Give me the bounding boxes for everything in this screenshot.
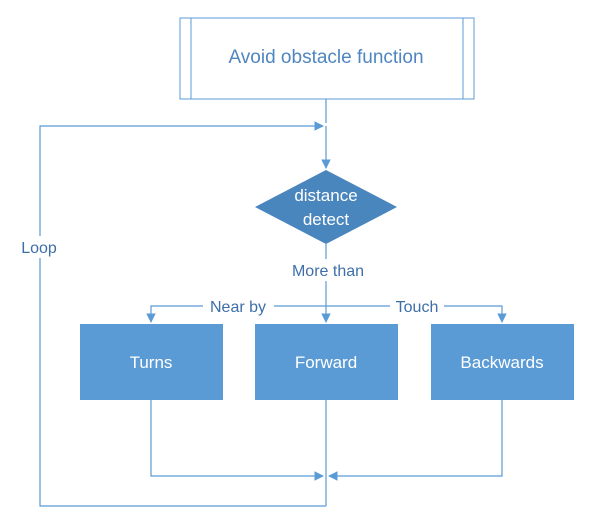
backwards-node: Backwards [431, 324, 574, 400]
edge-label-more-than-bg [279, 259, 377, 281]
connector-branch-to-backwards [326, 305, 507, 323]
edge-label-touch: Touch [396, 299, 439, 316]
forward-node-label: Forward [295, 353, 357, 372]
forward-node: Forward [255, 324, 398, 400]
connector-turns-to-merge [150, 400, 324, 481]
decision-diamond [255, 170, 397, 244]
start-node-box [179, 17, 475, 100]
backwards-node-box [431, 324, 574, 400]
start-node-label: Avoid obstacle function [228, 47, 423, 68]
edge-label-more-than: More than [292, 263, 364, 280]
turns-node: Turns [80, 324, 223, 400]
decision-label-line1: distance [294, 186, 357, 205]
decision-label-line2: detect [303, 210, 350, 229]
loop-return-connector [39, 121, 326, 507]
forward-node-box [255, 324, 398, 400]
edge-label-near-by: Near by [210, 299, 266, 316]
turns-node-box [80, 324, 223, 400]
edge-label-near-by-bg [203, 296, 274, 316]
backwards-node-label: Backwards [460, 353, 543, 372]
edge-label-loop-bg [14, 236, 66, 258]
turns-node-label: Turns [130, 353, 173, 372]
start-node: Avoid obstacle function [179, 17, 475, 100]
connector-backwards-to-merge [328, 400, 503, 481]
edge-label-touch-bg [390, 296, 444, 316]
decision-node: distance detect [255, 170, 397, 244]
edge-label-loop: Loop [21, 240, 57, 257]
